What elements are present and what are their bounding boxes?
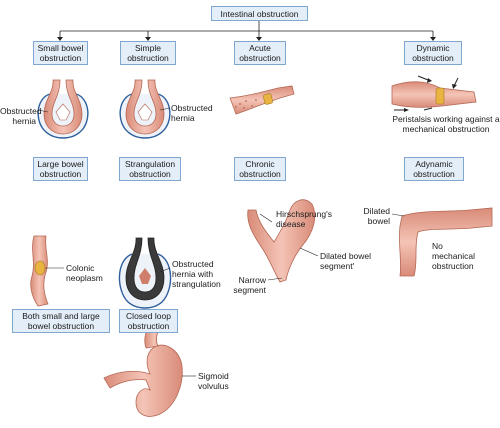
hernia-left-pointer — [37, 109, 49, 113]
chronic-pointers — [259, 213, 319, 281]
dynamic-box: Dynamic obstruction — [404, 41, 462, 65]
label-dilated-segment: Dilated bowel segment' — [320, 251, 372, 271]
label-strangulated-hernia: Obstructed hernia with strangulation — [172, 259, 221, 289]
simple-box: Simple obstruction — [120, 41, 176, 65]
arrowheads — [57, 37, 436, 41]
label-narrow-segment: Narrow segment — [233, 275, 266, 295]
adynamic-box: Adynamic obstruction — [404, 157, 464, 181]
label-peristalsis: Peristalsis working against a mechanical… — [392, 114, 500, 134]
label-obstructed-hernia-right: Obstructed hernia — [171, 103, 213, 123]
acute-obstruction-illustration — [229, 85, 295, 115]
closed-loop-box: Closed loop obstruction — [119, 309, 178, 333]
label-hirschsprung: Hirschsprung's disease — [276, 209, 332, 229]
label-no-mechanical: No mechanical obstruction — [432, 241, 475, 271]
small-bowel-box: Small bowel obstruction — [33, 41, 88, 65]
acute-box: Acute obstruction — [234, 41, 286, 65]
hernia-right-illustration — [119, 79, 171, 139]
title-box: Intestinal obstruction — [211, 6, 308, 21]
hernia-right-pointer — [159, 107, 171, 111]
colonic-neoplasm-illustration — [30, 235, 49, 307]
strangulated-hernia-illustration — [118, 237, 172, 309]
dynamic-obstruction-illustration — [391, 75, 477, 112]
large-bowel-box: Large bowel obstruction — [33, 157, 88, 181]
label-obstructed-hernia-left: Obstructed hernia — [0, 106, 42, 126]
hernia-left-illustration — [37, 79, 89, 139]
chronic-box: Chronic obstruction — [234, 157, 286, 181]
label-dilated-bowel: Dilated bowel — [363, 206, 390, 226]
both-bowel-box: Both small and large bowel obstruction — [12, 309, 110, 333]
chronic-obstruction-illustration — [247, 199, 316, 283]
label-colonic-neoplasm: Colonic neoplasm — [66, 263, 103, 283]
strangulation-box: Strangulation obstruction — [119, 157, 181, 181]
label-sigmoid-volvulus: Sigmoid volvulus — [198, 371, 229, 391]
adynamic-colon-illustration — [399, 207, 493, 277]
adynamic-pointer — [391, 213, 405, 217]
strangulated-hernia-pointer — [159, 267, 171, 273]
connector-lines — [59, 21, 434, 39]
